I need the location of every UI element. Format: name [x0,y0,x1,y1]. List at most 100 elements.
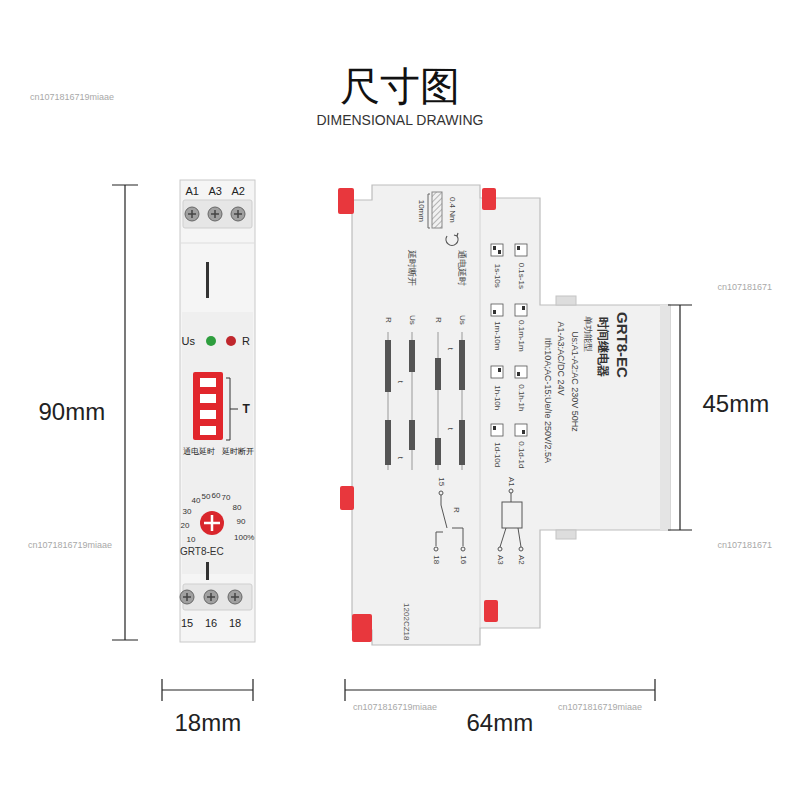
subtitle: DIMENSIONAL DRAWING [317,112,484,129]
pin-name: A3 [495,555,505,565]
range-label: 1d-10d [492,442,502,467]
dial-scale: 90 [237,517,246,527]
coil-wire [511,493,512,502]
delay-mark: t [445,428,455,430]
timing-bar [385,420,391,465]
dip-icon [491,366,503,378]
watermark: cn107181671 [718,540,773,551]
screw-slot [183,593,239,601]
page-title: 尺寸图 [340,62,460,110]
pin-name: A1 [506,477,516,487]
dimension-label: 90mm [39,398,106,427]
dip-icon-bits [493,246,525,434]
mode-label: 通电延时 [183,447,215,457]
delay-mark: t [445,348,455,350]
dip-icon [515,366,527,378]
dip-bit [517,246,520,250]
signal-name: R [383,317,393,323]
terminal-label: A3 [209,185,222,198]
dimension-line [345,679,655,701]
terminal-label: A2 [232,185,245,198]
time-dial [200,511,224,535]
dimension-label: 45mm [703,390,770,419]
housing-slot [206,562,209,580]
pin-name: 18 [431,555,441,564]
power-led [206,336,216,346]
delay-mark: t [395,457,405,459]
relay-led [226,336,236,346]
torque-arrow-head [454,233,458,236]
signal-name: Us [407,315,417,325]
model-name: GRT8-EC [613,312,631,378]
dial-scale: 40 [192,496,201,506]
dip-lever [200,426,216,435]
led-label: R [242,335,250,348]
dial-scale: 50 [202,492,211,502]
dip-bit [498,250,501,254]
dip-lever [200,394,216,403]
dip-bit [493,246,496,250]
timing-bar [459,420,465,465]
dial-scale: 30 [183,507,192,517]
timing-baselines [388,332,462,470]
led-label: Us [182,335,195,348]
dimension-line [668,305,692,530]
wiring-schematic [434,489,523,551]
bracket [226,378,238,440]
dip-icon [491,424,503,436]
spec-text: 单功能型 [583,316,594,352]
watermark: cn1071816719miaae [30,92,114,103]
dimension-label: 64mm [467,709,534,738]
dip-bit [522,430,525,434]
contact-line [436,532,443,546]
side-housing [352,185,670,645]
terminal-dot [434,547,438,551]
din-clip [484,600,498,622]
din-clip [338,188,354,214]
din-clip [340,486,354,510]
spec-text: A1-A3:AC/DC 24V [556,321,567,395]
terminal-label: 15 [181,617,193,630]
terminal-label: A1 [186,185,199,198]
torque-label: 0.4 Nm [447,197,457,223]
mode-label: 延时断开 [222,447,254,457]
relay-side-view: GRT8-EC时间继电器单功能型Us:A1-A2:AC 230V 50HzA1-… [332,180,674,648]
pin-name: 15 [436,477,446,486]
wire-strip-icon [432,192,442,228]
terminal-label: 18 [229,617,241,630]
range-label: 1h-10h [492,385,502,410]
housing-slot [206,262,209,298]
dial-knob [204,515,220,531]
switch-label: T [243,402,250,416]
relay-front-view: A1A3A2UsRT通电延时延时断开102030405060708090100%… [178,178,258,644]
pin-name: 16 [458,555,468,564]
dimension-line [162,679,253,701]
spec-text: Us:A1-A2:AC 230V 50Hz [568,331,579,432]
dip-lever [200,378,216,387]
dial-scale: 70 [222,493,231,503]
terminal-dot [439,491,443,495]
dip-switch [193,372,223,440]
pin-name: R [451,507,461,513]
terminal-dot [461,547,465,551]
terminal-dot [498,547,502,551]
watermark: cn107181671 [718,282,773,293]
dial-scale: 20 [181,521,190,531]
batch-code: 1202CZ18 [401,603,411,640]
terminal-block [183,200,252,228]
timing-bar [385,340,391,392]
screw-slot [188,210,242,218]
front-cover-edge [660,305,670,530]
contact-blade [441,495,447,528]
timing-bar [435,438,441,465]
pin-name: A2 [516,555,526,565]
model-name: GRT8-EC [180,546,224,558]
dimension-bracket [428,194,430,228]
delay-mark: t [395,381,405,383]
timing-bar [409,340,415,372]
mode-label: 延时断开 [407,250,418,286]
dial-scale: 100% [234,533,254,543]
coil-wire [518,528,521,547]
torque-arrow [446,236,458,245]
